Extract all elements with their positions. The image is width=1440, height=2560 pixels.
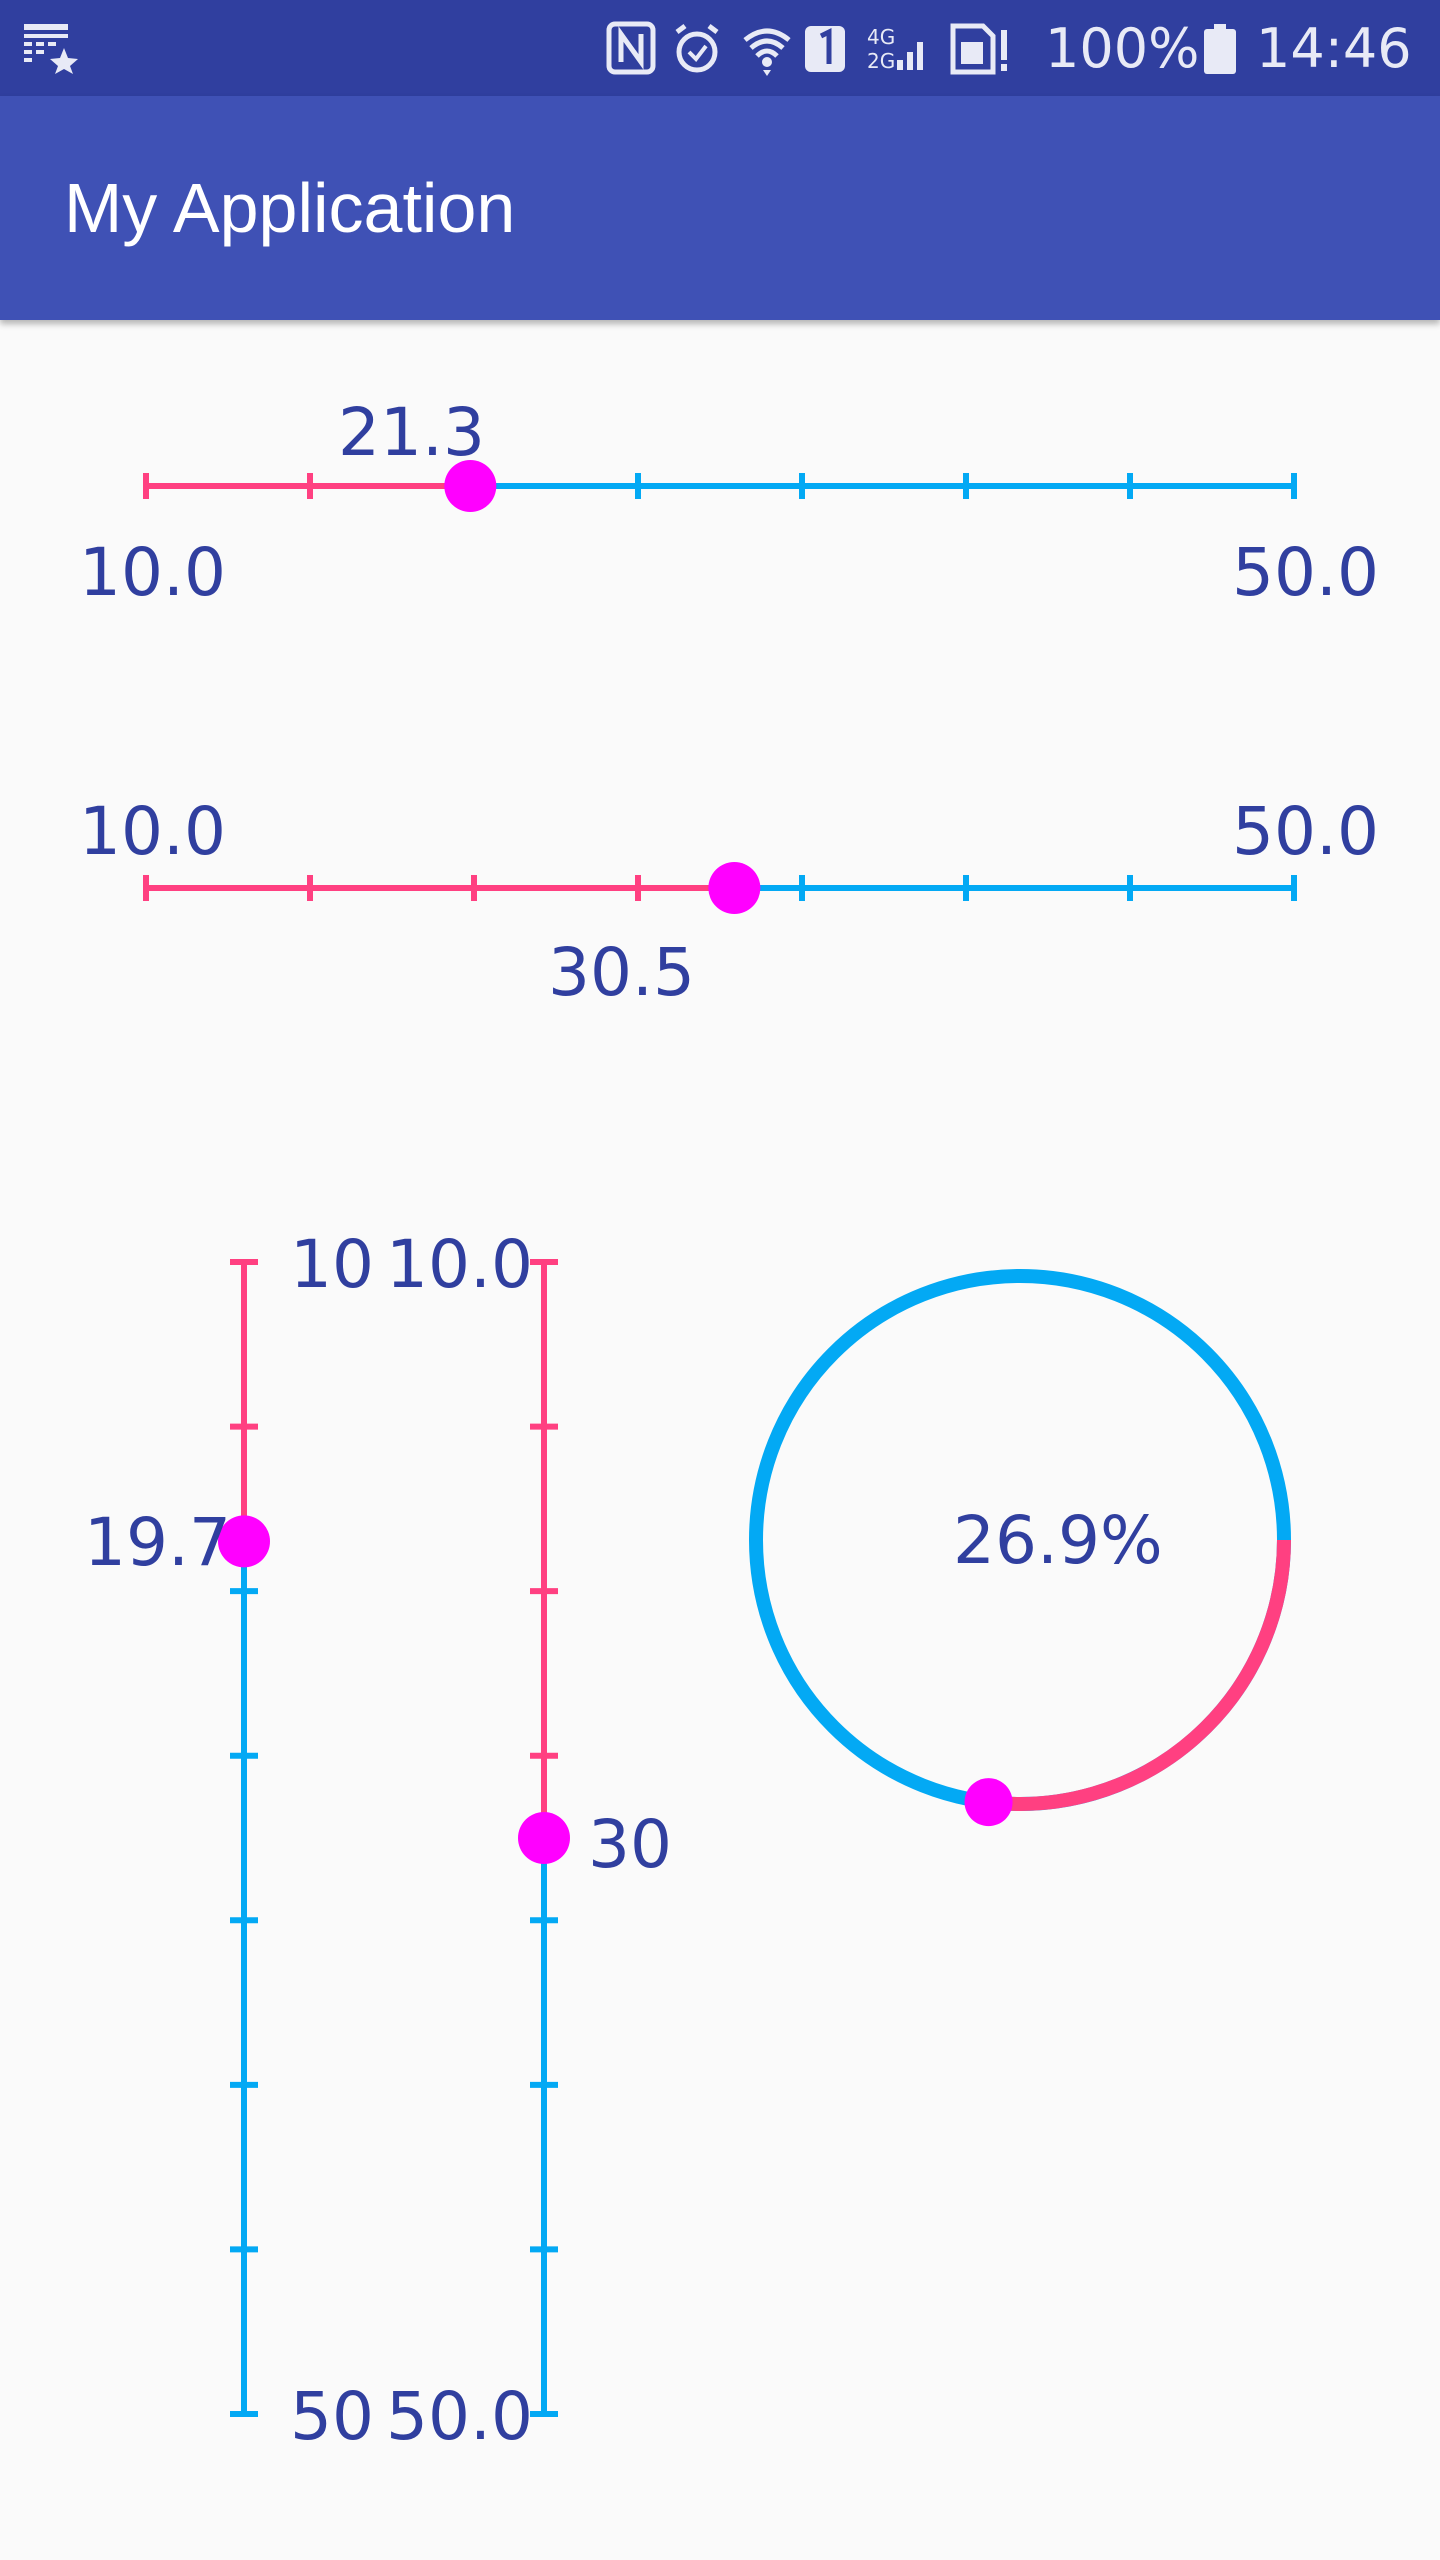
- slider-thumb[interactable]: [218, 1515, 270, 1568]
- h-slider-2-max-label: 50.0: [1232, 793, 1379, 870]
- signal-4g-2g-icon: 4G 2G: [867, 25, 923, 73]
- wifi-icon: [743, 28, 791, 76]
- calendar-star-icon: [24, 24, 78, 74]
- h-slider-2[interactable]: [130, 862, 1310, 914]
- slider-thumb[interactable]: [518, 1812, 570, 1864]
- sim-card-icon: [950, 23, 1007, 75]
- h-slider-1-min-label: 10.0: [79, 534, 226, 611]
- app-bar: My Application: [0, 96, 1440, 320]
- slider-thumb[interactable]: [708, 862, 761, 914]
- h-slider-1-value-label: 21.3: [338, 394, 485, 471]
- alarm-icon: [675, 24, 719, 73]
- battery-icon: [1204, 24, 1236, 74]
- circular-slider-value-label: 26.9%: [953, 1502, 1163, 1579]
- svg-text:4G: 4G: [867, 25, 895, 49]
- h-slider-1[interactable]: [130, 460, 1310, 512]
- v-slider-1-min-label: 10: [290, 1226, 374, 1303]
- v-slider-2[interactable]: [518, 1250, 570, 2426]
- v-slider-1[interactable]: [218, 1250, 270, 2426]
- v-slider-2-max-label: 50.0: [386, 2378, 533, 2455]
- app-title: My Application: [64, 169, 516, 247]
- slider-thumb[interactable]: [444, 460, 497, 512]
- h-slider-2-value-label: 30.5: [548, 934, 695, 1011]
- status-icons: 4G 2G: [606, 21, 1007, 76]
- v-slider-1-value-label: 19.7: [84, 1504, 231, 1581]
- slider-thumb[interactable]: [964, 1778, 1013, 1827]
- circular-slider[interactable]: [740, 1260, 1300, 1827]
- v-slider-2-value-label: 30: [588, 1806, 672, 1883]
- h-slider-1-max-label: 50.0: [1232, 534, 1379, 611]
- status-bar: 4G 2G 100% 14:46: [0, 0, 1440, 96]
- svg-text:2G: 2G: [867, 49, 895, 73]
- h-slider-2-min-label: 10.0: [79, 793, 226, 870]
- v-slider-2-min-label: 10.0: [386, 1226, 533, 1303]
- sim-1-icon: [805, 26, 845, 72]
- v-slider-1-max-label: 50: [290, 2378, 374, 2455]
- nfc-icon: [606, 21, 656, 75]
- progress-arc: [987, 1539, 1291, 1811]
- battery-percent: 100%: [1045, 17, 1200, 80]
- status-time: 14:46: [1256, 17, 1412, 80]
